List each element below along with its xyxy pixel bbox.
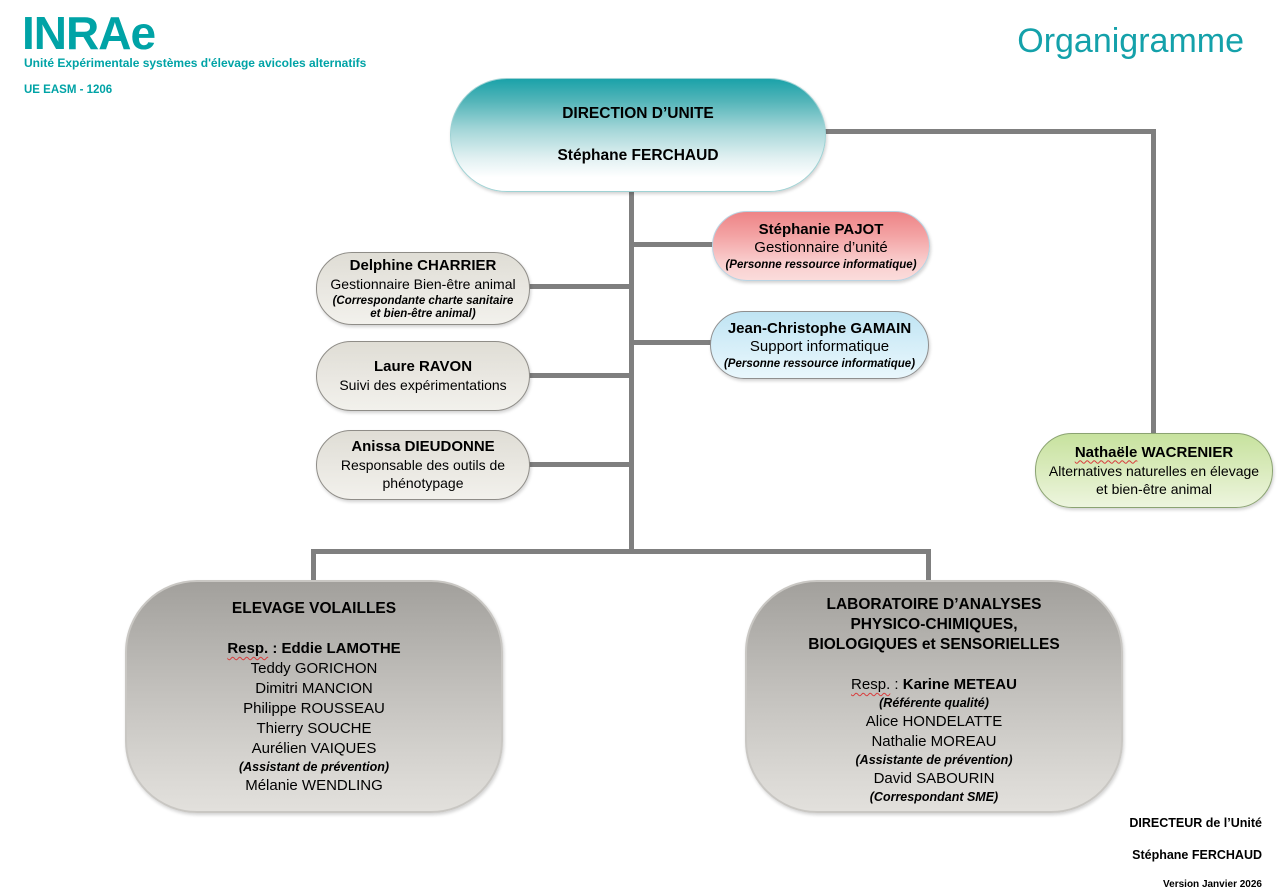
person-name-first: Nathaële	[1074, 443, 1138, 461]
footer-director-name: Stéphane FERCHAUD	[1132, 848, 1262, 862]
team-member: Philippe ROUSSEAU	[243, 700, 385, 717]
node-anissa-dieudonne: Anissa DIEUDONNE Responsable des outils …	[316, 430, 530, 500]
connector-branch-charrier	[528, 284, 632, 289]
node-nathaele-wacrenier: Nathaële WACRENIER Alternatives naturell…	[1035, 433, 1273, 508]
node-delphine-charrier: Delphine CHARRIER Gestionnaire Bien-être…	[316, 252, 530, 325]
person-role: Gestionnaire d’unité	[754, 238, 888, 256]
person-role-line1: Alternatives naturelles en élevage	[1048, 462, 1260, 479]
person-role: Suivi des expérimentations	[339, 377, 507, 393]
connector-branch-ravon	[528, 373, 632, 378]
person-name: Laure RAVON	[373, 358, 473, 375]
person-name: Jean-Christophe GAMAIN	[727, 319, 912, 337]
node-jean-christophe-gamain: Jean-Christophe GAMAIN Support informati…	[710, 311, 929, 379]
team-title-line1: LABORATOIRE D’ANALYSES	[826, 596, 1042, 613]
unit-subtitle: Unité Expérimentale systèmes d'élevage a…	[24, 56, 367, 70]
node-team-elevage-volailles: ELEVAGE VOLAILLES Resp. : Eddie LAMOTHE …	[125, 580, 503, 813]
team-title-line2: PHYSICO-CHIMIQUES,	[850, 616, 1018, 633]
team-member: Dimitri MANCION	[255, 680, 373, 697]
node-laure-ravon: Laure RAVON Suivi des expérimentations	[316, 341, 530, 411]
inrae-logo: INRAe	[22, 6, 156, 60]
resp-name: Eddie LAMOTHE	[281, 640, 401, 657]
person-name: Delphine CHARRIER	[349, 256, 497, 274]
team-title-line3: BIOLOGIQUES et SENSORIELLES	[808, 636, 1060, 653]
team-member: Nathalie MOREAU	[871, 733, 997, 750]
connector-branch-pajot	[632, 242, 714, 247]
direction-name: Stéphane FERCHAUD	[557, 147, 719, 164]
connector-stub-laboratoire	[926, 549, 931, 585]
node-team-laboratoire: LABORATOIRE D’ANALYSES PHYSICO-CHIMIQUES…	[745, 580, 1123, 813]
connector-wacrenier-vertical	[1151, 129, 1156, 439]
team-resp-line: Resp. : Eddie LAMOTHE	[227, 639, 400, 659]
inrae-logo-leaf-e: e	[130, 7, 156, 59]
inrae-logo-text: INRA	[22, 7, 131, 59]
resp-name: Karine METEAU	[902, 676, 1017, 693]
connector-stub-elevage	[311, 549, 316, 585]
team-title: ELEVAGE VOLAILLES	[231, 600, 397, 617]
resp-separator: :	[890, 676, 903, 693]
team-member: Teddy GORICHON	[250, 660, 378, 677]
direction-title: DIRECTION D’UNITE	[562, 105, 714, 122]
team-member: Alice HONDELATTE	[865, 713, 1003, 730]
team-member: Mélanie WENDLING	[245, 777, 383, 794]
team-member-note: (Correspondant SME)	[869, 790, 999, 804]
person-role: Support informatique	[749, 337, 890, 355]
node-stephanie-pajot: Stéphanie PAJOT Gestionnaire d’unité (Pe…	[712, 211, 930, 281]
resp-label: Resp.	[851, 676, 891, 693]
connector-wacrenier-horizontal	[822, 129, 1156, 134]
person-name: Anissa DIEUDONNE	[351, 438, 495, 455]
footer-version: Version Janvier 2026	[1163, 879, 1262, 890]
team-member: Aurélien VAIQUES	[251, 740, 377, 757]
person-role: Gestionnaire Bien-être animal	[330, 275, 516, 292]
connector-branch-dieudonne	[528, 462, 632, 467]
person-note-line1: (Correspondante charte sanitaire	[332, 294, 514, 307]
person-name: Stéphanie PAJOT	[758, 220, 884, 238]
unit-code: UE EASM - 1206	[24, 84, 113, 96]
resp-label: Resp.	[227, 640, 269, 657]
person-note: (Personne ressource informatique)	[723, 357, 916, 370]
page-title: Organigramme	[1017, 22, 1244, 60]
team-member: David SABOURIN	[873, 770, 995, 787]
connector-teams-horizontal	[311, 549, 931, 554]
person-note-line2: et bien-être animal)	[370, 307, 476, 320]
node-direction-unite: DIRECTION D’UNITE Stéphane FERCHAUD	[450, 78, 826, 192]
team-resp-line: Resp. : Karine METEAU	[851, 675, 1017, 695]
person-name: Nathaële WACRENIER	[1075, 444, 1233, 462]
footer-director-title: DIRECTEUR de l’Unité	[1129, 816, 1262, 830]
person-role: Responsable des outils de phénotypage	[340, 457, 506, 491]
team-member-note: (Assistante de prévention)	[855, 753, 1013, 767]
connector-branch-gamain	[632, 340, 712, 345]
team-member: Thierry SOUCHE	[256, 720, 372, 737]
person-role-line2: et bien-être animal	[1096, 480, 1212, 497]
team-resp-note: (Référente qualité)	[879, 696, 989, 710]
team-member-note: (Assistant de prévention)	[238, 760, 390, 774]
person-name-rest: WACRENIER	[1137, 443, 1234, 461]
resp-separator: :	[268, 640, 282, 657]
person-note: (Personne ressource informatique)	[725, 258, 917, 271]
